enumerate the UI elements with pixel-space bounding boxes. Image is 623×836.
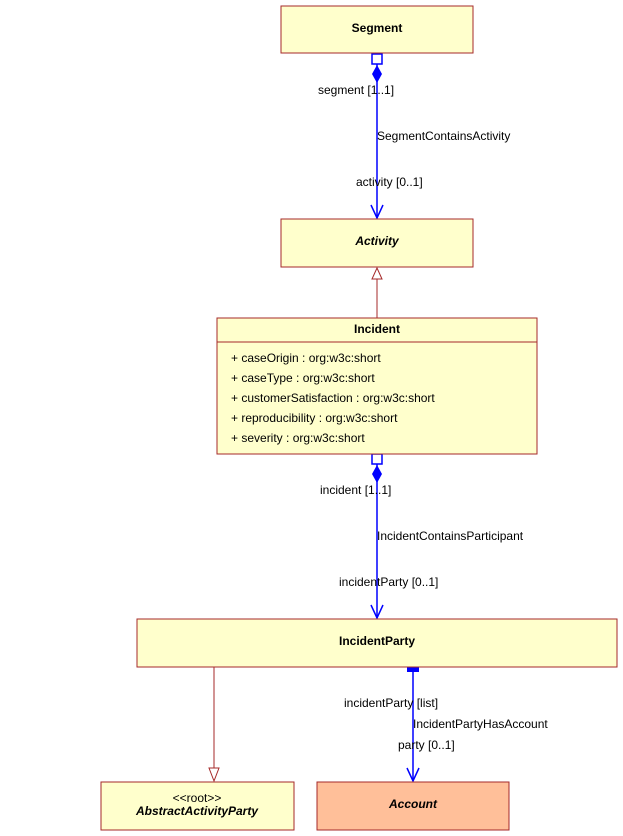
- class-name: Segment: [352, 21, 403, 35]
- port-square-icon: [371, 53, 383, 65]
- generalization-arrow-icon: [371, 266, 383, 280]
- class-incident-party[interactable]: IncidentParty: [136, 618, 618, 668]
- source-role-label: incidentParty [list]: [344, 696, 438, 710]
- association-name-label: IncidentPartyHasAccount: [413, 717, 548, 731]
- attribute-case-origin: + caseOrigin : org:w3c:short: [231, 351, 381, 365]
- generalization-arrow-icon: [208, 767, 220, 783]
- generalization-incident-activity: [371, 266, 383, 318]
- navigation-arrow-icon: [406, 767, 420, 783]
- attribute-reproducibility: + reproducibility : org:w3c:short: [231, 411, 398, 425]
- class-box: [316, 781, 510, 831]
- class-box: [100, 781, 295, 831]
- class-name: Account: [388, 797, 438, 811]
- navigation-arrow-icon: [370, 604, 384, 620]
- port-square-icon: [371, 453, 383, 465]
- class-box: [280, 218, 474, 268]
- class-abstract-activity-party[interactable]: <<root>> AbstractActivityParty: [100, 781, 295, 831]
- attribute-customer-satisfaction: + customerSatisfaction : org:w3c:short: [231, 391, 435, 405]
- class-segment[interactable]: Segment: [280, 5, 474, 54]
- class-name: IncidentParty: [339, 634, 415, 648]
- attribute-case-type: + caseType : org:w3c:short: [231, 371, 375, 385]
- class-name: Incident: [354, 322, 400, 336]
- target-role-label: activity [0..1]: [356, 175, 423, 189]
- class-name: AbstractActivityParty: [135, 804, 259, 818]
- class-account[interactable]: Account: [316, 781, 510, 831]
- class-box: [136, 618, 618, 668]
- association-incidentparty-has-account[interactable]: incidentParty [list] IncidentPartyHasAcc…: [344, 667, 548, 783]
- class-activity[interactable]: Activity: [280, 218, 474, 268]
- target-role-label: incidentParty [0..1]: [339, 575, 438, 589]
- source-role-label: incident [1..1]: [320, 483, 391, 497]
- source-role-label: segment [1..1]: [318, 83, 394, 97]
- class-incident[interactable]: Incident + caseOrigin : org:w3c:short + …: [216, 317, 538, 455]
- association-segment-contains-activity[interactable]: segment [1..1] SegmentContainsActivity a…: [318, 53, 510, 220]
- attribute-severity: + severity : org:w3c:short: [231, 431, 365, 445]
- composition-diamond-icon: [372, 65, 382, 83]
- generalization-incidentparty-abstractactivityparty: [208, 667, 220, 783]
- association-name-label: IncidentContainsParticipant: [377, 529, 524, 543]
- association-incident-contains-participant[interactable]: incident [1..1] IncidentContainsParticip…: [320, 453, 524, 620]
- class-stereotype: <<root>>: [173, 791, 222, 805]
- composition-diamond-icon: [372, 465, 382, 483]
- class-box: [280, 5, 474, 54]
- target-role-label: party [0..1]: [398, 738, 455, 752]
- port-square-icon: [407, 667, 419, 672]
- class-name: Activity: [354, 234, 400, 248]
- class-box: [216, 317, 538, 455]
- association-name-label: SegmentContainsActivity: [377, 129, 510, 143]
- navigation-arrow-icon: [370, 204, 384, 220]
